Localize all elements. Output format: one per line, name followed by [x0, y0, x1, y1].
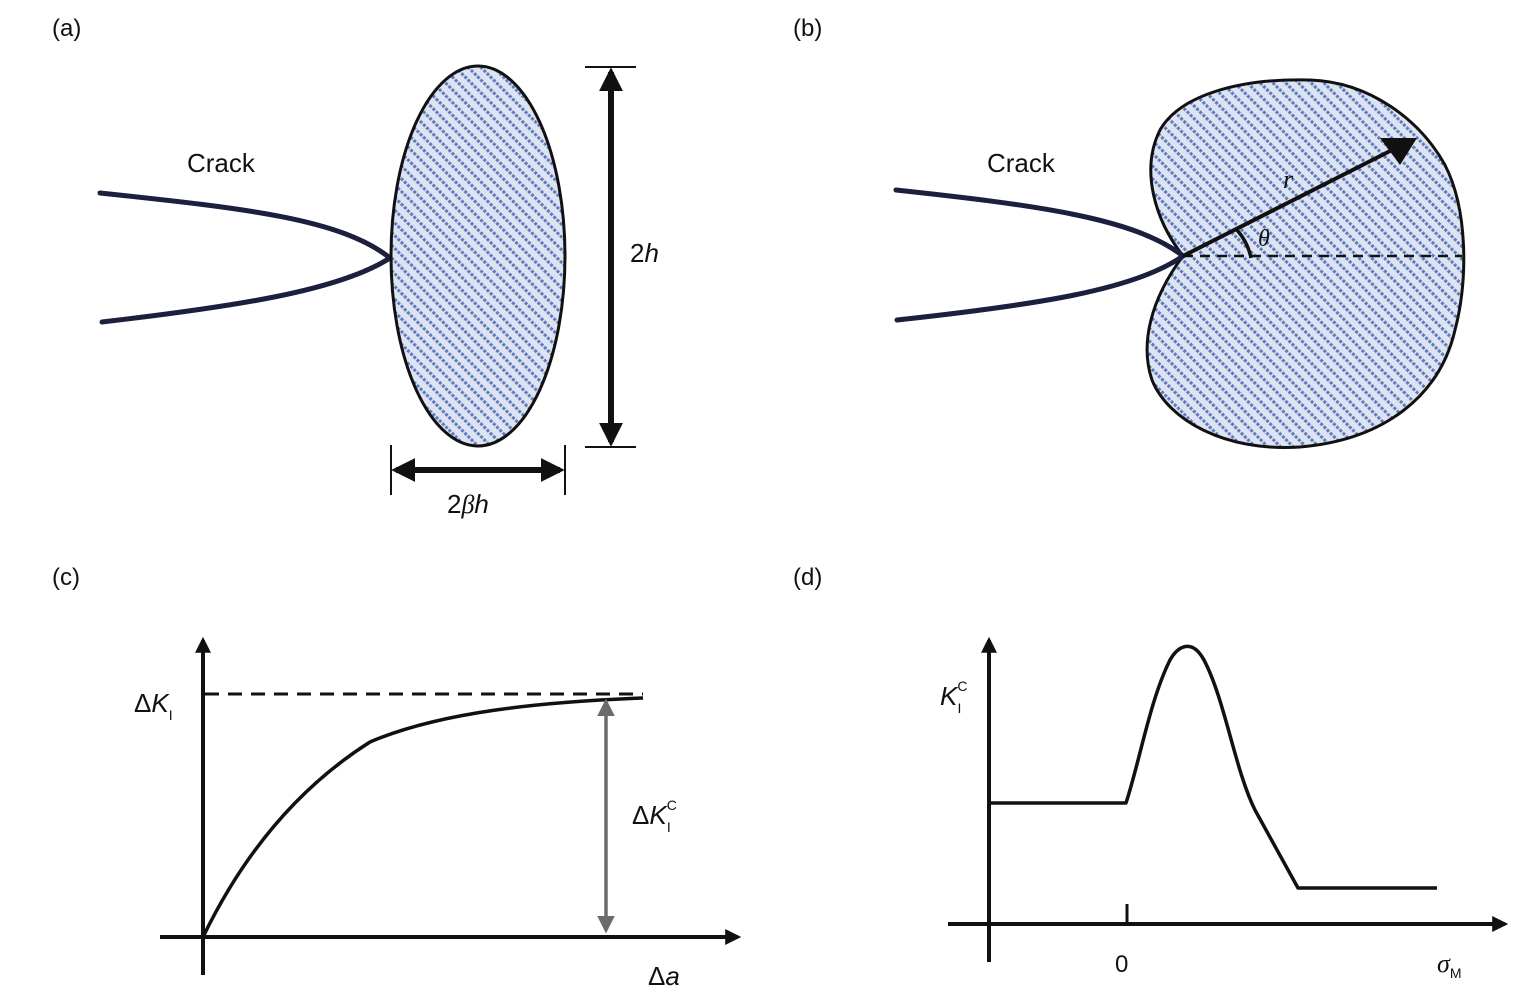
- panel-c-resistance-curve: [201, 696, 644, 938]
- height-dim-label: 2h: [630, 238, 659, 268]
- panel-b: (b) Crack r θ: [793, 15, 1466, 450]
- panel-a-plastic-zone: [389, 64, 567, 448]
- panel-b-label: (b): [793, 15, 822, 42]
- panel-a: (a) Crack 2h 2βh: [52, 15, 659, 519]
- panel-b-crack-label: Crack: [987, 148, 1056, 178]
- panel-c-y-label: ΔKI: [134, 688, 173, 723]
- panel-b-crack: [893, 187, 1188, 323]
- panel-d-label: (d): [793, 564, 822, 591]
- panel-c-label: (c): [52, 564, 80, 591]
- width-dim-label: 2βh: [447, 489, 489, 519]
- panel-a-label: (a): [52, 15, 81, 42]
- panel-c-x-label: Δa: [648, 961, 680, 991]
- panel-a-crack-label: Crack: [187, 148, 256, 178]
- panel-b-radius-arrowhead: [1380, 138, 1417, 165]
- panel-d-toughness-curve: [989, 644, 1437, 890]
- panel-b-radius-label: r: [1283, 165, 1294, 194]
- panel-a-crack: [97, 190, 395, 325]
- panel-b-angle-label: θ: [1258, 226, 1270, 252]
- panel-d-zero-label: 0: [1115, 951, 1128, 978]
- panel-b-angle-arc: [1234, 227, 1253, 259]
- panel-d-x-label: σM: [1437, 949, 1462, 981]
- panel-b-plastic-zone: [1145, 78, 1466, 450]
- panel-b-radius-line: [1182, 146, 1397, 258]
